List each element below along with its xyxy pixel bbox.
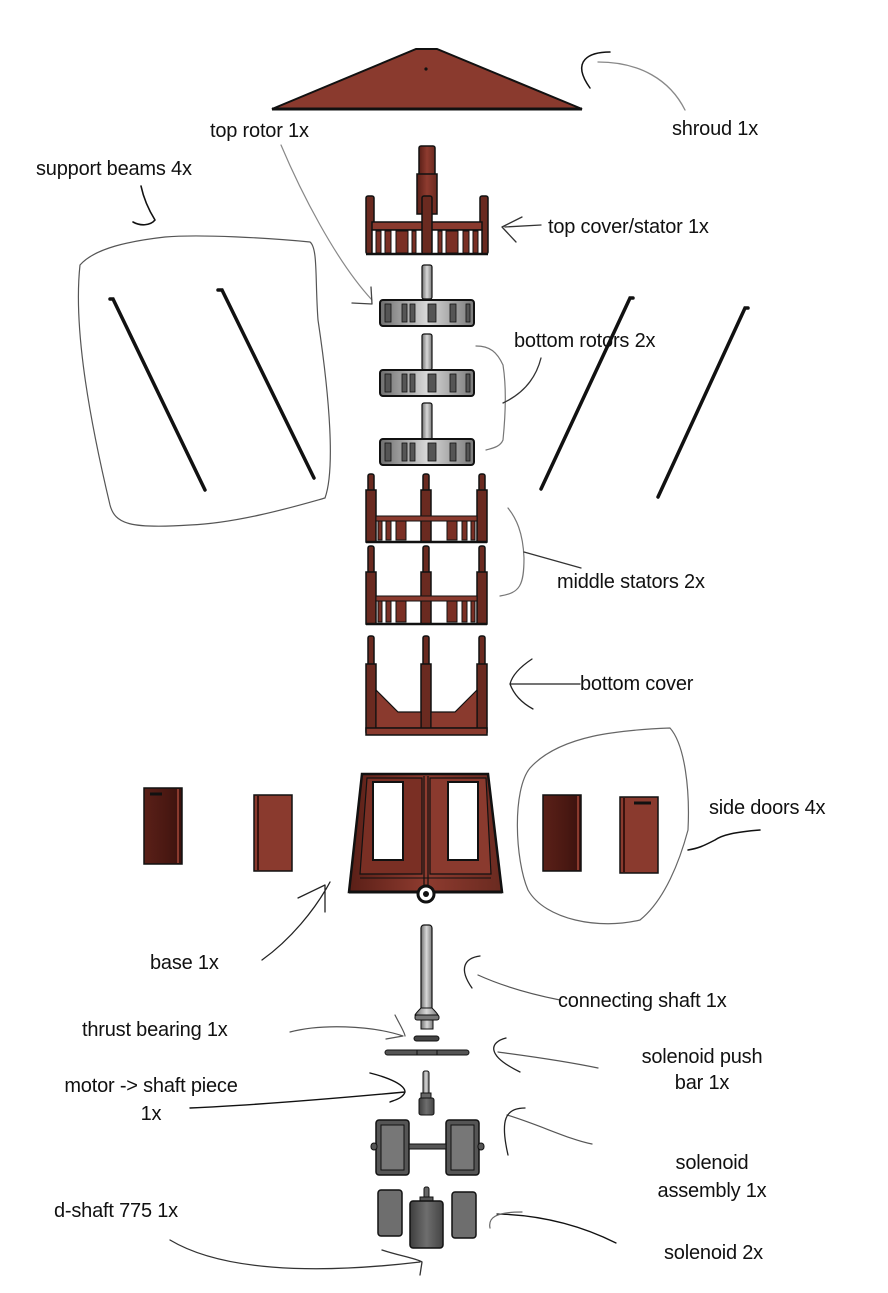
base-part bbox=[347, 772, 504, 904]
solenoid-assembly-part bbox=[370, 1119, 485, 1176]
solenoid-assembly-leader bbox=[506, 1114, 593, 1145]
bottom-cover-part bbox=[365, 635, 488, 736]
shroud-part bbox=[271, 48, 583, 111]
solenoid-push-bar-leader bbox=[497, 1051, 599, 1069]
bottom-rotor-part-1 bbox=[379, 333, 475, 397]
side-doors-part bbox=[143, 787, 659, 874]
label-solenoid-push-bar: solenoid push bar 1x bbox=[612, 1046, 792, 1094]
label-bottom-cover: bottom cover bbox=[580, 673, 694, 695]
shroud-leader bbox=[597, 61, 686, 111]
solenoid-part-left bbox=[377, 1189, 403, 1237]
label-connecting-shaft: connecting shaft 1x bbox=[558, 990, 727, 1012]
top-rotor-part bbox=[379, 264, 475, 327]
solenoid-push-bar-part bbox=[384, 1049, 470, 1056]
label-middle-stators: middle stators 2x bbox=[557, 571, 705, 593]
label-support-beams: support beams 4x bbox=[36, 158, 192, 180]
side-doors-leader bbox=[687, 829, 761, 851]
thrust-bearing-leader bbox=[289, 1014, 406, 1040]
solenoid-arrowhead bbox=[489, 1211, 523, 1229]
connecting-shaft-leader bbox=[477, 974, 561, 1001]
base-arrow bbox=[261, 881, 331, 961]
label-motor-shaft-piece-line2: 1x bbox=[140, 1103, 162, 1125]
label-solenoid-assembly-line2: assembly 1x bbox=[657, 1180, 767, 1202]
label-bottom-rotors: bottom rotors 2x bbox=[514, 330, 656, 352]
shroud-arrowhead bbox=[581, 51, 611, 89]
middle-stator-part-2 bbox=[365, 545, 488, 626]
middle-stators-bracket bbox=[499, 507, 525, 597]
bottom-cover-arrow bbox=[509, 658, 581, 710]
side-doors-grouping-outline bbox=[516, 727, 689, 925]
label-solenoid-assembly-line1: solenoid bbox=[675, 1152, 749, 1174]
label-motor-shaft-piece: motor -> shaft piece 1x bbox=[40, 1075, 262, 1125]
label-side-doors: side doors 4x bbox=[709, 797, 826, 819]
solenoid-leader bbox=[496, 1213, 617, 1244]
motor-shaft-piece-leader bbox=[189, 1072, 406, 1109]
label-solenoid-push-bar-line2: bar 1x bbox=[674, 1072, 730, 1094]
thrust-bearing-part bbox=[413, 1035, 440, 1042]
d-shaft-775-motor-part bbox=[409, 1186, 444, 1249]
solenoid-part-right bbox=[451, 1191, 477, 1239]
top-rotor-leader bbox=[280, 144, 373, 301]
top-rotor-arrowhead bbox=[351, 286, 373, 305]
support-beams-part bbox=[108, 288, 750, 499]
d-shaft-leader bbox=[169, 1239, 423, 1276]
label-motor-shaft-piece-line1: motor -> shaft piece bbox=[64, 1075, 238, 1097]
label-d-shaft-775: d-shaft 775 1x bbox=[54, 1200, 178, 1222]
motor-shaft-piece-part bbox=[418, 1070, 435, 1116]
solenoid-push-bar-arrowhead bbox=[493, 1037, 521, 1073]
bottom-rotors-leader bbox=[502, 357, 542, 404]
connecting-shaft-arrowhead bbox=[463, 955, 481, 989]
support-beams-grouping-outline bbox=[77, 235, 331, 527]
bottom-rotor-part-2 bbox=[379, 402, 475, 466]
label-solenoid-push-bar-line1: solenoid push bbox=[641, 1046, 763, 1068]
label-solenoid: solenoid 2x bbox=[664, 1242, 763, 1264]
bottom-rotors-bracket bbox=[475, 345, 506, 451]
label-base: base 1x bbox=[150, 952, 219, 974]
top-cover-stator-arrow bbox=[501, 216, 542, 243]
solenoid-assembly-arrowhead bbox=[503, 1107, 526, 1156]
middle-stators-leader bbox=[523, 551, 582, 569]
support-beams-leader bbox=[132, 185, 156, 226]
connecting-shaft-part bbox=[414, 924, 440, 1030]
label-top-rotor: top rotor 1x bbox=[210, 120, 309, 142]
label-top-cover-stator: top cover/stator 1x bbox=[548, 216, 709, 238]
top-cover-stator-part bbox=[365, 145, 489, 256]
label-thrust-bearing: thrust bearing 1x bbox=[82, 1019, 228, 1041]
label-shroud: shroud 1x bbox=[672, 118, 759, 140]
middle-stator-part-1 bbox=[365, 473, 488, 544]
label-solenoid-assembly: solenoid assembly 1x bbox=[622, 1152, 802, 1202]
